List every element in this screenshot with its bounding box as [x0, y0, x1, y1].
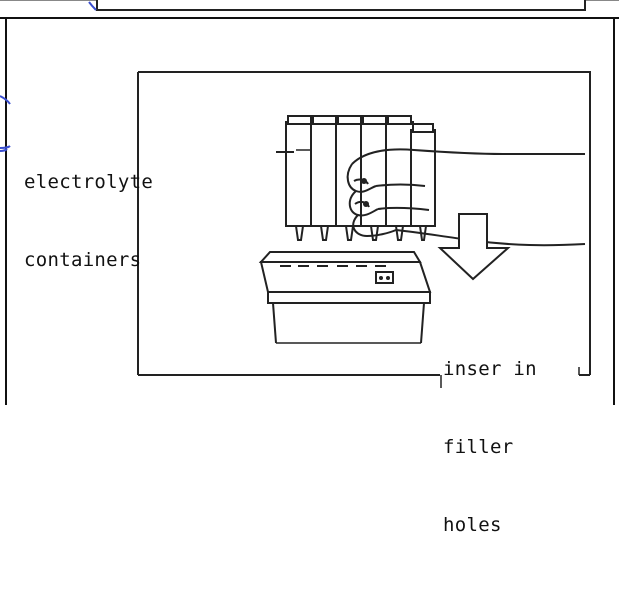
electrolyte-containers-label: electrolyte containers	[24, 117, 153, 325]
container-1	[286, 116, 313, 240]
battery-illustration	[261, 252, 430, 343]
container-3	[336, 116, 363, 240]
insert-label-line-3: holes	[443, 512, 537, 538]
container-6	[411, 124, 435, 240]
diagram-scene: electrolyte containers inser in filler h…	[0, 0, 619, 405]
insert-label-line-2: filler	[443, 434, 537, 460]
container-4	[361, 116, 388, 240]
electrolyte-containers-illustration	[286, 116, 435, 240]
electrolyte-label-line-1: electrolyte	[24, 169, 153, 195]
insert-filler-holes-label: inser in filler holes	[443, 304, 537, 590]
container-2	[311, 116, 338, 240]
insert-label-line-1: inser in	[443, 356, 537, 382]
container-5	[386, 116, 413, 240]
down-arrow-illustration	[440, 214, 508, 279]
electrolyte-label-line-2: containers	[24, 247, 153, 273]
